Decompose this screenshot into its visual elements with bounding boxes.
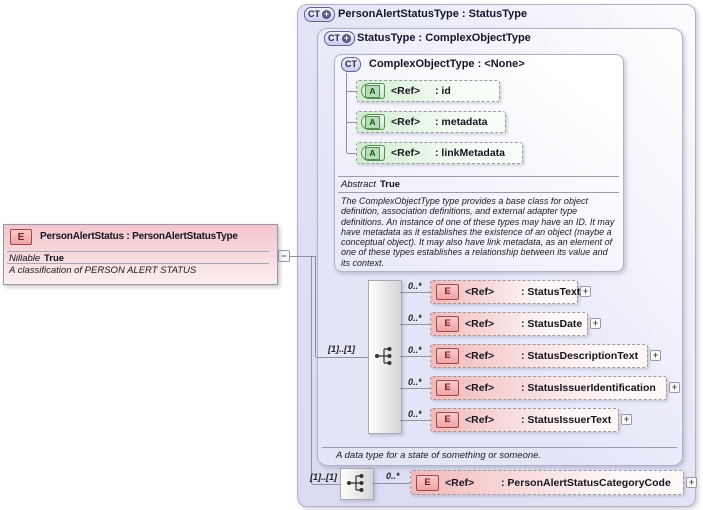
expand-button[interactable]: + — [669, 382, 680, 393]
attribute-badge-icon: A — [361, 145, 385, 161]
ct-badge-label: CT — [345, 59, 357, 69]
divider — [322, 447, 677, 448]
property-value: True — [44, 253, 65, 264]
collapse-toggle[interactable]: − — [278, 250, 290, 262]
child-cardinality: 0..* — [408, 281, 422, 291]
expand-button[interactable]: + — [650, 350, 661, 361]
connector-line — [346, 73, 347, 153]
element-ref: <Ref> — [465, 350, 495, 362]
root-element-box[interactable] — [3, 224, 278, 285]
element-name: : StatusIssuerIdentification — [521, 382, 656, 394]
root-element-title: PersonAlertStatus : PersonAlertStatusTyp… — [40, 231, 238, 242]
connector-line — [400, 420, 430, 421]
element-row-statusissueridentification[interactable]: E <Ref> : StatusIssuerIdentification — [430, 376, 667, 400]
sequence-indicator[interactable] — [340, 468, 374, 500]
attribute-row-linkmetadata[interactable]: A <Ref> : linkMetadata — [356, 142, 523, 164]
element-badge: E — [436, 348, 459, 364]
attribute-ref: <Ref> — [391, 116, 421, 128]
sequence-cardinality: [1]..[1] — [310, 472, 337, 482]
expand-button[interactable]: + — [686, 477, 697, 488]
divider — [7, 251, 269, 252]
property-value: True — [380, 179, 401, 190]
connector-line — [312, 484, 340, 485]
attribute-row-id[interactable]: A <Ref> : id — [356, 80, 500, 102]
complextype-badge[interactable]: CT — [341, 57, 361, 72]
element-badge: E — [416, 474, 439, 491]
element-name: : StatusText — [521, 286, 581, 298]
connector-line — [311, 256, 312, 484]
child-cardinality: 0..* — [408, 377, 422, 387]
attribute-badge-icon: A — [361, 83, 385, 99]
sequence-icon — [347, 474, 364, 492]
attribute-ref: <Ref> — [391, 85, 421, 97]
connector-line — [316, 357, 368, 358]
element-name: : StatusDescriptionText — [521, 350, 639, 362]
element-badge: E — [436, 284, 459, 300]
attribute-badge-label: A — [365, 146, 380, 160]
divider — [338, 192, 619, 193]
connector-line — [347, 122, 356, 123]
attribute-ref: <Ref> — [391, 147, 421, 159]
divider — [338, 176, 619, 177]
expand-plus-icon[interactable]: + — [342, 33, 351, 43]
type-annotation: The ComplexObjectType type provides a ba… — [341, 196, 615, 268]
element-row-statustext[interactable]: E <Ref> : StatusText — [430, 280, 581, 304]
type-title-personalertstatustype: PersonAlertStatusType : StatusType — [338, 8, 528, 20]
sequence-icon — [375, 347, 392, 365]
element-badge: E — [436, 380, 459, 396]
connector-line — [400, 388, 430, 389]
type-annotation: A data type for a state of something or … — [336, 450, 542, 461]
expand-button[interactable]: + — [621, 414, 632, 425]
connector-line — [400, 324, 430, 325]
connector-line — [315, 256, 316, 357]
element-name: : StatusDate — [521, 318, 583, 330]
child-cardinality: 0..* — [386, 471, 400, 481]
element-annotation: A classification of PERSON ALERT STATUS — [9, 265, 197, 276]
element-badge: E — [436, 412, 459, 428]
property-name: Abstract — [341, 179, 376, 190]
element-row-statusdescriptiontext[interactable]: E <Ref> : StatusDescriptionText — [430, 344, 648, 368]
element-row-personalertstatuscategorycode[interactable]: E <Ref> : PersonAlertStatusCategoryCode — [410, 470, 684, 495]
property-name: Nillable — [9, 253, 41, 264]
sequence-cardinality: [1]..[1] — [328, 344, 355, 354]
element-ref: <Ref> — [445, 476, 475, 489]
connector-line — [290, 256, 316, 257]
element-ref: <Ref> — [465, 318, 495, 330]
divider — [7, 263, 269, 264]
attribute-name: : metadata — [435, 116, 488, 128]
child-cardinality: 0..* — [408, 313, 422, 323]
connector-line — [347, 153, 356, 154]
element-name: : PersonAlertStatusCategoryCode — [501, 476, 671, 489]
element-ref: <Ref> — [465, 286, 495, 298]
attribute-badge-label: A — [365, 84, 380, 98]
connector-line — [400, 292, 430, 293]
connector-line — [372, 483, 410, 484]
element-badge: E — [10, 229, 32, 245]
type-title-statustype: StatusType : ComplexObjectType — [357, 32, 531, 44]
element-row-statusissuertext[interactable]: E <Ref> : StatusIssuerText — [430, 408, 619, 432]
child-cardinality: 0..* — [408, 345, 422, 355]
attribute-badge-icon: A — [361, 114, 385, 130]
complextype-badge[interactable]: CT + — [304, 7, 335, 22]
child-cardinality: 0..* — [408, 409, 422, 419]
element-badge: E — [436, 316, 459, 332]
element-ref: <Ref> — [465, 414, 495, 426]
attribute-name: : linkMetadata — [435, 147, 506, 159]
expand-button[interactable]: + — [590, 318, 601, 329]
connector-line — [347, 91, 356, 92]
ct-badge-label: CT — [328, 33, 340, 43]
complextype-badge[interactable]: CT + — [324, 31, 355, 46]
element-name: : StatusIssuerText — [521, 414, 612, 426]
type-title-complexobjecttype: ComplexObjectType : <None> — [369, 58, 525, 70]
attribute-name: : id — [435, 85, 451, 97]
expand-button[interactable]: + — [580, 286, 591, 297]
connector-line — [400, 356, 430, 357]
attribute-row-metadata[interactable]: A <Ref> : metadata — [356, 111, 506, 133]
attribute-badge-label: A — [365, 115, 380, 129]
element-row-statusdate[interactable]: E <Ref> : StatusDate — [430, 312, 588, 336]
ct-badge-label: CT — [308, 9, 320, 19]
sequence-indicator[interactable] — [368, 280, 402, 434]
expand-plus-icon[interactable]: + — [322, 9, 331, 19]
element-ref: <Ref> — [465, 382, 495, 394]
